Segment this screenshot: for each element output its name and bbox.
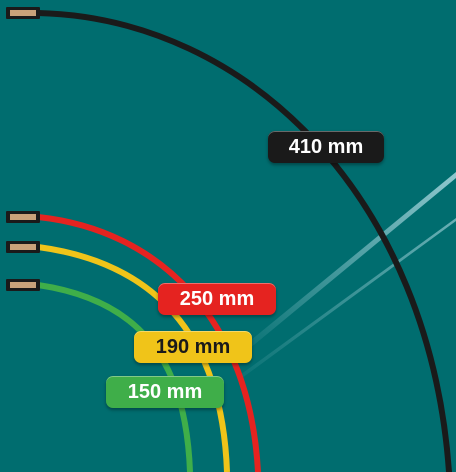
label-black: 410 mm bbox=[268, 131, 384, 163]
connector-icon bbox=[6, 241, 40, 253]
connector-icon bbox=[6, 211, 40, 223]
light-ray-lower bbox=[240, 218, 456, 378]
label-yellow: 190 mm bbox=[134, 331, 252, 363]
light-ray-upper bbox=[245, 172, 456, 349]
connector-icon bbox=[6, 7, 40, 19]
label-red: 250 mm bbox=[158, 283, 276, 315]
cable-black-410mm bbox=[35, 10, 452, 472]
connector-icon bbox=[6, 279, 40, 291]
label-green: 150 mm bbox=[106, 376, 224, 408]
